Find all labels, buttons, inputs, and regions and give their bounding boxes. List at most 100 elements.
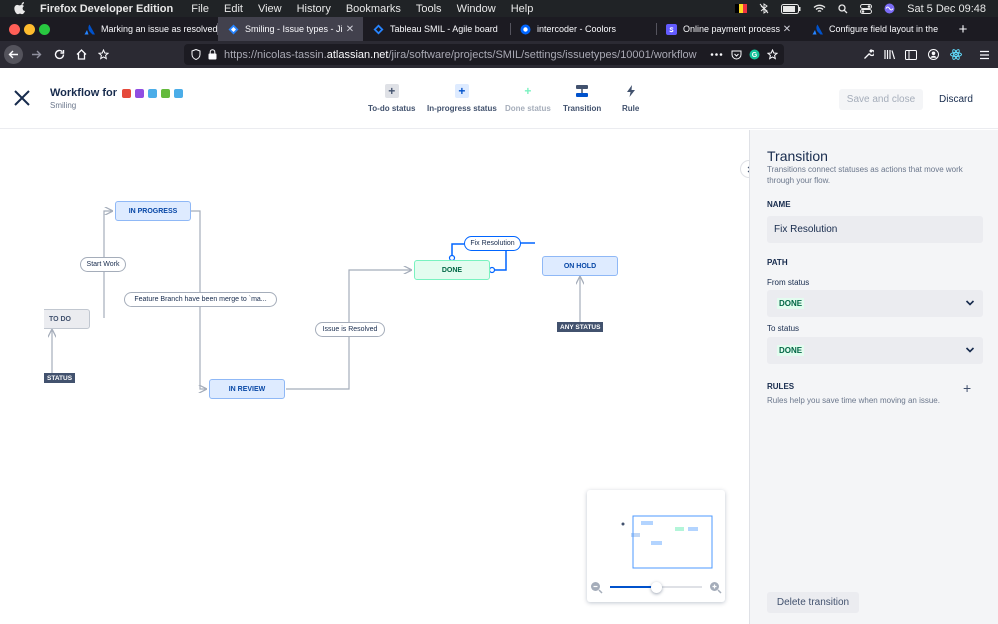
tool-label: Transition (563, 104, 602, 113)
add-transition-button[interactable]: Transition (563, 84, 601, 113)
save-and-close-button[interactable]: Save and close (839, 89, 923, 110)
zoom-in-icon[interactable] (709, 581, 722, 594)
browser-tab[interactable]: Tableau SMIL - Agile board (363, 17, 510, 41)
tab-label: Tableau SMIL - Agile board (390, 24, 498, 34)
transition-label-fix-resolution[interactable]: Fix Resolution (464, 236, 521, 251)
react-devtools-button[interactable] (947, 46, 964, 63)
tab-close-icon[interactable]: ✕ (782, 23, 792, 35)
bookmark-star-filled-icon[interactable] (767, 49, 778, 60)
status-node-in-progress[interactable]: IN PROGRESS (115, 201, 191, 221)
tab-label: Marking an issue as resolved (101, 24, 217, 34)
reload-button[interactable] (51, 46, 68, 63)
shield-icon[interactable] (191, 49, 201, 60)
siri-icon[interactable] (884, 3, 895, 14)
any-status-badge[interactable]: STATUS (44, 373, 76, 383)
sidebar-button[interactable] (902, 46, 919, 63)
menu-window[interactable]: Window (456, 2, 496, 15)
from-status-select[interactable]: DONE (767, 290, 983, 317)
menu-tools[interactable]: Tools (415, 2, 442, 15)
delete-transition-button[interactable]: Delete transition (767, 592, 859, 613)
tab-close-icon[interactable]: ✕ (345, 23, 355, 35)
canvas-left-gutter (0, 130, 44, 624)
url-text: https://nicolas-tassin.atlassian.net/jir… (224, 48, 697, 61)
transition-line-start-work (103, 211, 112, 318)
status-node-todo[interactable]: TO DO (44, 309, 90, 329)
status-node-done[interactable]: DONE (414, 260, 490, 280)
chevron-down-icon (965, 300, 975, 306)
spotlight-search-icon[interactable] (838, 3, 848, 14)
menu-file[interactable]: File (191, 2, 209, 15)
from-status-lozenge: DONE (777, 298, 805, 309)
control-center-icon[interactable] (860, 3, 873, 14)
browser-tab[interactable]: Marking an issue as resolved (74, 17, 217, 41)
transition-name-input[interactable]: Fix Resolution (767, 216, 983, 243)
tool-label: To-do status (368, 104, 416, 113)
add-todo-status-button[interactable]: + To-do status (368, 84, 415, 113)
battery-icon[interactable] (781, 3, 801, 14)
url-bar[interactable]: https://nicolas-tassin.atlassian.net/jir… (184, 44, 784, 65)
tool-label: Done status (505, 104, 551, 113)
add-rule-button[interactable]: Rule (622, 84, 639, 113)
bluetooth-off-icon[interactable] (759, 3, 769, 14)
menu-help[interactable]: Help (510, 2, 534, 15)
transition-label-issue-resolved[interactable]: Issue is Resolved (315, 322, 385, 337)
account-button[interactable] (925, 46, 942, 63)
menu-bookmarks[interactable]: Bookmarks (345, 2, 401, 15)
atlassian-favicon-icon (84, 24, 95, 35)
plus-icon: + (384, 84, 399, 98)
status-node-on-hold[interactable]: ON HOLD (542, 256, 618, 276)
browser-tab[interactable]: Online payment processing f ✕ (656, 17, 800, 41)
close-icon[interactable] (12, 88, 32, 108)
workflow-subtitle: Smiling (50, 101, 77, 110)
back-button[interactable] (4, 45, 23, 64)
belgium-flag-icon[interactable] (735, 4, 748, 13)
chevron-down-icon (965, 347, 975, 353)
page-actions-icon[interactable] (710, 52, 723, 57)
apple-icon[interactable] (14, 2, 28, 15)
discard-button[interactable]: Discard (930, 89, 982, 110)
transition-label-feature-branch[interactable]: Feature Branch have been merge to `ma... (124, 292, 277, 307)
canvas-minimap[interactable] (587, 490, 725, 602)
browser-tab[interactable]: Configure field layout in the (802, 17, 948, 41)
task-issue-type-icon (174, 88, 184, 98)
menubar-clock[interactable]: Sat 5 Dec 09:48 (907, 2, 986, 15)
menu-history[interactable]: History (296, 2, 331, 15)
add-rule-plus-icon[interactable]: + (963, 380, 972, 396)
menu-view[interactable]: View (257, 2, 282, 15)
bookmark-star-button[interactable] (95, 46, 112, 63)
devtools-button[interactable] (860, 46, 877, 63)
wifi-icon[interactable] (813, 4, 826, 14)
transition-label-start-work[interactable]: Start Work (80, 257, 126, 272)
menu-edit[interactable]: Edit (223, 2, 243, 15)
library-button[interactable] (881, 46, 898, 63)
browser-tab[interactable]: intercoder - Coolors (510, 17, 656, 41)
any-status-badge[interactable]: ANY STATUS (557, 322, 604, 332)
lightning-icon (626, 85, 635, 97)
grammarly-icon[interactable]: G (749, 49, 760, 60)
workflow-title: Workflow for (50, 87, 184, 99)
forward-button[interactable] (28, 46, 45, 63)
new-tab-button[interactable]: + (958, 20, 968, 38)
app-name[interactable]: Firefox Developer Edition (40, 2, 174, 15)
status-node-in-review[interactable]: IN REVIEW (209, 379, 285, 399)
arrow-right-icon (32, 50, 42, 59)
pocket-icon[interactable] (731, 50, 742, 60)
browser-tab-active[interactable]: Smiling - Issue types - Jira ✕ (218, 17, 363, 41)
zoom-slider-thumb[interactable] (650, 582, 662, 593)
browser-tab-strip: Marking an issue as resolved Smiling - I… (0, 17, 998, 41)
add-done-status-button[interactable]: + Done status (505, 84, 551, 113)
to-status-select[interactable]: DONE (767, 337, 983, 364)
home-button[interactable] (73, 46, 90, 63)
transition-icon (576, 85, 589, 97)
add-inprogress-status-button[interactable]: + In-progress status (427, 84, 497, 113)
app-menu-button[interactable] (976, 46, 993, 63)
window-minimize-button[interactable] (24, 24, 35, 35)
epic-issue-type-icon (135, 88, 145, 98)
tab-label: intercoder - Coolors (537, 24, 617, 34)
window-close-button[interactable] (9, 24, 20, 35)
zoom-out-icon[interactable] (590, 581, 603, 594)
lock-icon[interactable] (208, 49, 217, 60)
macos-menubar: Firefox Developer Edition File Edit View… (0, 0, 998, 17)
tool-label: In-progress status (427, 104, 497, 113)
window-zoom-button[interactable] (39, 24, 50, 35)
